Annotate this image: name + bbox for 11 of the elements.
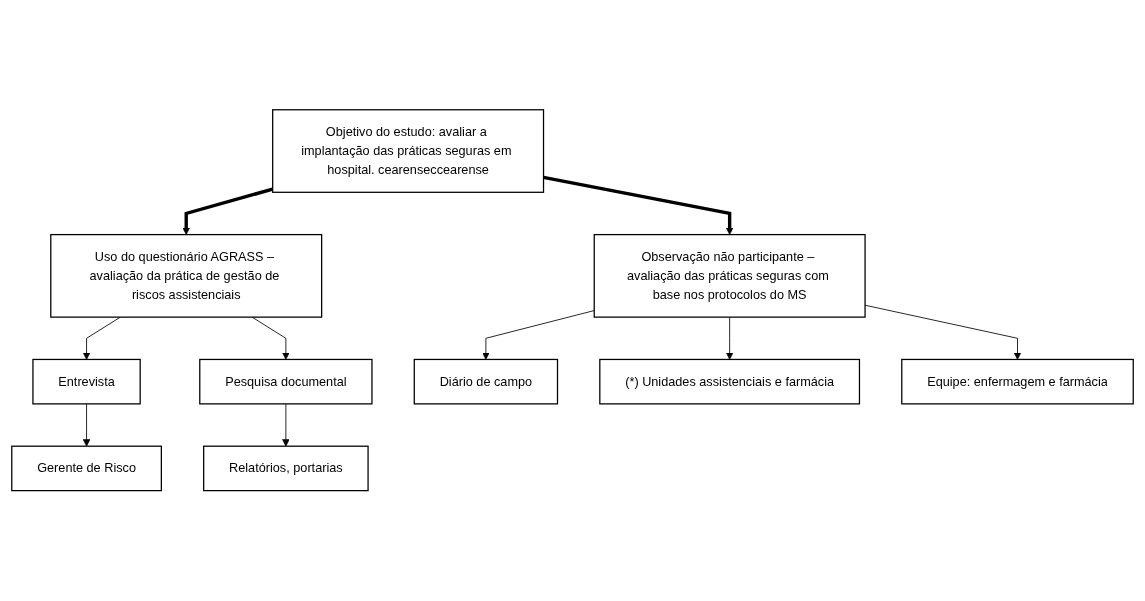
node-box: Gerente de Risco	[11, 445, 162, 492]
node-box: Equipe: enfermagem e farmácia	[901, 359, 1134, 405]
node-box: Uso do questionário AGRASS – avaliação da prática de gestão de riscos assistenciais	[50, 234, 323, 319]
node-box: Entrevista	[32, 359, 141, 405]
node-box: Diário de campo	[413, 359, 559, 405]
node-box: Observação não participante – avaliação das práticas seguras com base nos protocolos do MS	[593, 234, 866, 319]
arrow	[543, 175, 734, 236]
node-box: Pesquisa documental	[199, 359, 373, 405]
node-box: Objetivo do estudo: avaliar a implantação das práticas seguras em hospital. cearenseccearense	[272, 109, 545, 194]
node-box: Relatórios, portarias	[203, 445, 369, 492]
node-box: (*) Unidades assistenciais e farmácia	[599, 359, 861, 405]
